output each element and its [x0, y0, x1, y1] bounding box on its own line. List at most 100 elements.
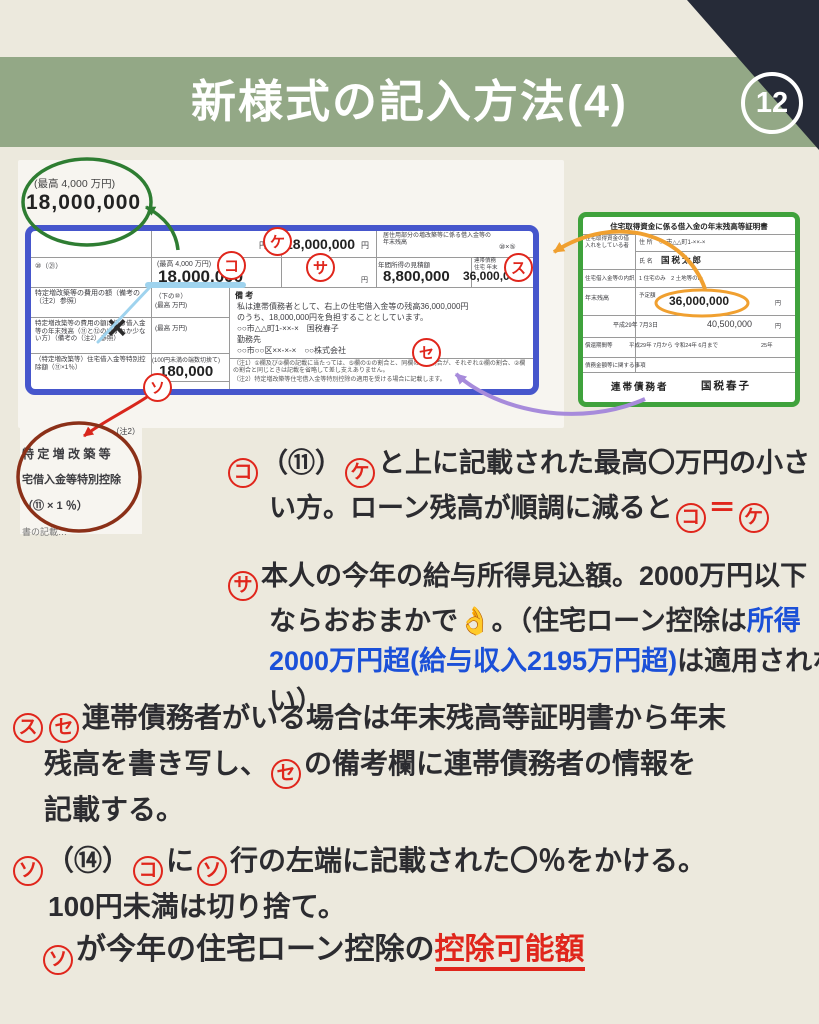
- header-band: 新様式の記入方法(4): [0, 57, 819, 147]
- grid-line: [31, 353, 229, 354]
- form-note-2: （注2）特定増改築等住宅借入金等特別控除の適用を受ける場合に記載します。: [233, 377, 446, 383]
- remarks-line: ○○市○○区××-×-× ○○株式会社: [237, 346, 347, 355]
- excerpt-line: 宅借入金等特別控除: [22, 474, 121, 486]
- conclusion-text: が今年の住宅ローン控除の: [76, 933, 435, 966]
- grid-line: [151, 231, 152, 389]
- debt-info-label: 債務金額等に関する事項: [585, 363, 646, 369]
- exp-so-text3: 行の左端に記載された〇％をかける。: [230, 845, 707, 876]
- joint-debtor-label: 連帯債務者: [611, 382, 669, 393]
- exp-ko-text3: い方。ローン残高が順調に減ると: [269, 493, 673, 523]
- explanation-so: ソ（⑭）コにソ行の左端に記載された〇％をかける。 100円未満は切り捨て。: [10, 840, 819, 928]
- grid-line: [583, 287, 795, 288]
- page-number: 12: [755, 86, 789, 119]
- yen-label: 円: [775, 301, 782, 307]
- exp-sa-line2b: 。（住宅ローン控除は: [491, 606, 747, 636]
- grid-line: [583, 372, 795, 373]
- exp-suse-line3: 記載する。: [44, 794, 185, 825]
- marker-ke-icon: ケ: [738, 503, 769, 533]
- form-marker-se: セ: [412, 338, 441, 367]
- exp-sa-blue2: 2000万円超(給与収入2195万円超): [269, 646, 678, 676]
- row2-left-label: ⑩（㉑）: [35, 263, 63, 270]
- grid-line: [635, 234, 636, 372]
- yen-label: 円: [775, 324, 782, 330]
- address-label: 住 所: [639, 240, 653, 246]
- initial-amount: 40,500,000: [707, 319, 753, 329]
- excerpt-rate: （⑪ × 1 ％）: [22, 500, 88, 512]
- grid-line: [376, 231, 377, 287]
- grid-line: [151, 381, 229, 382]
- grid-line: [583, 234, 795, 235]
- explanation-ko: コ（⑪）ケと上に記載された最高〇万円の小さ い方。ローン残高が順調に減るとコ＝ケ: [225, 443, 819, 533]
- grid-line: [471, 257, 472, 287]
- form-marker-su: ス: [504, 253, 533, 282]
- marker-so-icon: ソ: [13, 856, 43, 886]
- yen-label: 円: [361, 277, 368, 284]
- marker-so-icon: ソ: [43, 945, 73, 975]
- explanation-su-se: スセ連帯債務者がいる場合は年末残高等証明書から年末 残高を書き写し、セの備考欄に…: [10, 697, 819, 831]
- callout-label: (最高 4,000 万円): [34, 178, 116, 190]
- income-estimate-label: 年間所得の見積額: [378, 262, 430, 269]
- exp-so-line2: 100円未満は切り捨て。: [48, 891, 346, 922]
- grid-line: [229, 287, 230, 389]
- deduction-amount: 180,000: [159, 363, 214, 380]
- yearend-balance-value: 36,000,000: [669, 294, 730, 308]
- remarks-line: ○○市△△町1-××-× 国税春子: [237, 324, 339, 333]
- marker-sa-icon: サ: [228, 571, 258, 601]
- grid-line: [31, 317, 229, 318]
- joint-debtor-name: 国税春子: [701, 380, 751, 392]
- grid-line: [31, 287, 533, 288]
- certificate-title: 住宅取得資金に係る借入金の年末残高等証明書: [610, 222, 768, 231]
- remarks-line: のうち、18,000,000円を負担することとしています。: [237, 313, 428, 322]
- form-marker-ke: ケ: [263, 227, 292, 256]
- marker-se-icon: セ: [271, 759, 302, 789]
- deduction-form-grid: 円 18,000,000 円 居住用部分の増改築等に係る借入金等の年末残高 ⑩×…: [31, 231, 533, 389]
- marker-se-icon: セ: [49, 713, 79, 743]
- row1-label: 居住用部分の増改築等に係る借入金等の年末残高: [383, 233, 492, 246]
- equals-sign: ＝: [708, 493, 736, 523]
- excerpt-line: 特 定 増 改 築 等: [22, 447, 111, 461]
- repayment-years: 25年: [761, 343, 773, 349]
- breakdown-value: 1 住宅のみ 2 土地等のみ: [639, 276, 704, 282]
- joint-debt-label: 連帯債務 住宅 年末: [474, 258, 498, 271]
- marker-ke-icon: ケ: [345, 458, 375, 488]
- marker-ko-icon: コ: [675, 503, 706, 533]
- grid-line: [583, 357, 795, 358]
- ok-hand-icon: 👌: [458, 606, 492, 636]
- page-title: 新様式の記入方法(4): [191, 76, 628, 127]
- yearend-balance-label: 年末残高: [585, 296, 610, 302]
- borrower-label: 住宅取得資金の借入れをしている者: [585, 236, 630, 249]
- exp-ko-text1: （⑪）: [261, 448, 342, 478]
- form-excerpt-deduction-rate: （注2） 特 定 増 改 築 等 宅借入金等特別控除 （⑪ × 1 ％） 書の記…: [20, 424, 142, 537]
- grid-line: [583, 315, 795, 316]
- form-marker-ko: コ: [217, 251, 246, 280]
- marker-ko-icon: コ: [228, 458, 258, 488]
- borrower-name: 国税太郎: [661, 255, 704, 265]
- left-row5-label: （特定増改築等）住宅借入金等特別控除額（⑪×1％）: [35, 356, 146, 371]
- page-number-badge: 12: [741, 72, 803, 134]
- remarks-line: 私は連帯債務者として、右上の住宅借入金等の残高36,000,000円: [237, 302, 469, 311]
- breakdown-label: 住宅借入金等の内訳: [585, 276, 635, 282]
- loan-balance-residential: 18,000,000: [285, 236, 356, 252]
- form-marker-sa: サ: [306, 253, 335, 282]
- grid-line: [583, 269, 795, 270]
- planned-amount-label: 予定額: [639, 293, 656, 299]
- exp-ko-text2: と上に記載された最高〇万円の小さ: [378, 448, 810, 478]
- name-label: 氏 名: [639, 259, 653, 265]
- conclusion-highlight: 控除可能額: [434, 933, 585, 971]
- sub-label: (最高 万円): [155, 325, 188, 332]
- rounding-note: (100円未満の端数切捨て): [152, 358, 221, 364]
- row1-formula: ⑩×⑤: [499, 244, 516, 251]
- balance-certificate: 住宅取得資金に係る借入金の年末残高等証明書 住宅取得資金の借入れをしている者 住…: [578, 212, 800, 407]
- exp-sa-line1: 本人の今年の給与所得見込額。2000万円以下: [261, 561, 808, 591]
- form-note-1: （注1）①欄及び②欄の記載に当たっては、⑤欄の①の割合と、同欄の②の割合が、それ…: [233, 361, 526, 374]
- grid-line: [229, 358, 533, 359]
- excerpt-line: 書の記載…: [22, 527, 68, 537]
- marker-so-icon: ソ: [197, 856, 228, 886]
- exp-suse-line1: 連帯債務者がいる場合は年末残高等証明書から年末: [82, 702, 727, 733]
- handwritten-cross: ×: [107, 309, 127, 347]
- exp-sa-line3: は適用されない）: [269, 646, 819, 716]
- left-row3-label: 特定増改築等の費用の額（備考の（注2）参照）: [35, 290, 140, 305]
- exp-suse-line2b: の備考欄に連帯債務者の情報を: [304, 748, 697, 779]
- borrower-address: ○○市△△町1-××-×: [659, 240, 706, 246]
